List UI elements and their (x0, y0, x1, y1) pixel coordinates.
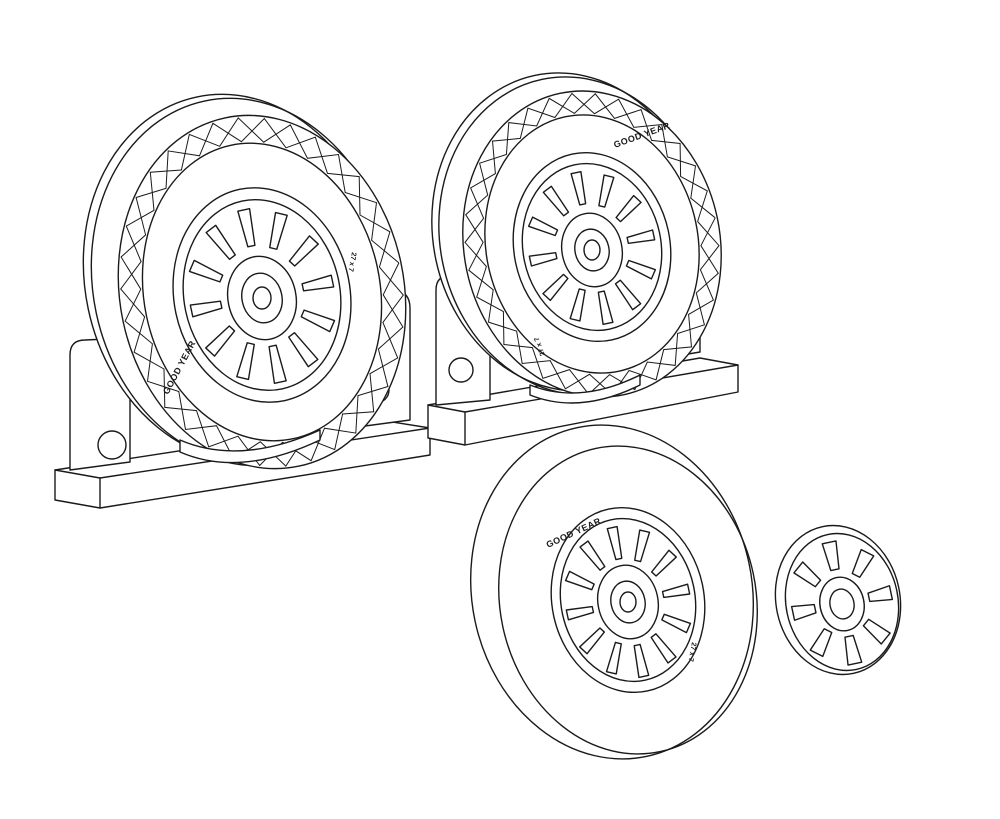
hub-slot (650, 633, 677, 664)
hub-slot (565, 605, 595, 621)
hub-slot (625, 259, 657, 280)
tread-zigzag (120, 117, 404, 467)
hub-slot (569, 288, 586, 322)
hub-slot (237, 207, 256, 248)
hub-slot (650, 549, 677, 577)
hub-slot (606, 525, 623, 561)
hub-slot (236, 342, 255, 381)
hub-slot (528, 251, 558, 267)
hub-slot (288, 235, 319, 267)
hub-slot (542, 273, 569, 302)
hub-insert (774, 524, 902, 676)
hub-slot (579, 540, 606, 571)
left-wheel: GOOD YEAR 27 x 7 (82, 93, 407, 470)
tread-zigzag (465, 93, 720, 396)
hub-slot (597, 290, 614, 326)
hub-slot (188, 259, 224, 283)
hub-slot (626, 229, 656, 245)
hub-slot (661, 613, 692, 634)
hub-slot (862, 618, 891, 645)
hub-slot (605, 641, 622, 675)
hub-slot (570, 170, 587, 206)
hub-slot (527, 216, 559, 237)
hub-slot (793, 561, 822, 588)
hub-slot (661, 583, 691, 599)
hub-slot (614, 279, 642, 311)
hub-slots (527, 170, 657, 326)
hub-slot (634, 529, 651, 563)
insert-slots (790, 540, 894, 666)
hub-slot (598, 174, 615, 208)
tread-pattern (464, 92, 720, 396)
hub-slot (821, 540, 840, 572)
hub-slot (844, 634, 863, 666)
hub-slot (268, 344, 287, 385)
right-wheel: GOOD YEAR 27 x 7 (431, 72, 722, 404)
hub-slots (188, 207, 336, 385)
smooth-wheel: GOOD YEAR 27 x 7 (469, 424, 758, 760)
hub-slots (564, 525, 692, 679)
tread-zigzag (120, 117, 404, 467)
hub-slot (564, 570, 595, 591)
hub-slot (851, 548, 875, 578)
hub-slot (300, 309, 336, 333)
hub-slot (269, 211, 288, 250)
hub-slot (790, 603, 817, 621)
hub-slot (301, 274, 335, 292)
tread-pattern (120, 117, 404, 467)
hub-slot (189, 300, 223, 318)
hub-slot (809, 628, 833, 658)
hub-slot (205, 224, 236, 260)
hub-slot (205, 325, 236, 357)
hub-slot (542, 185, 570, 217)
hub-slot (867, 585, 894, 603)
hub-slot (615, 194, 642, 223)
hub-slot (633, 643, 650, 679)
tread-zigzag (464, 92, 719, 395)
tire-size-text: 27 x 7 (347, 252, 357, 272)
hub-slot (288, 332, 319, 368)
hub-slot (579, 627, 606, 655)
tire-size-text: 27 x 7 (687, 642, 697, 662)
